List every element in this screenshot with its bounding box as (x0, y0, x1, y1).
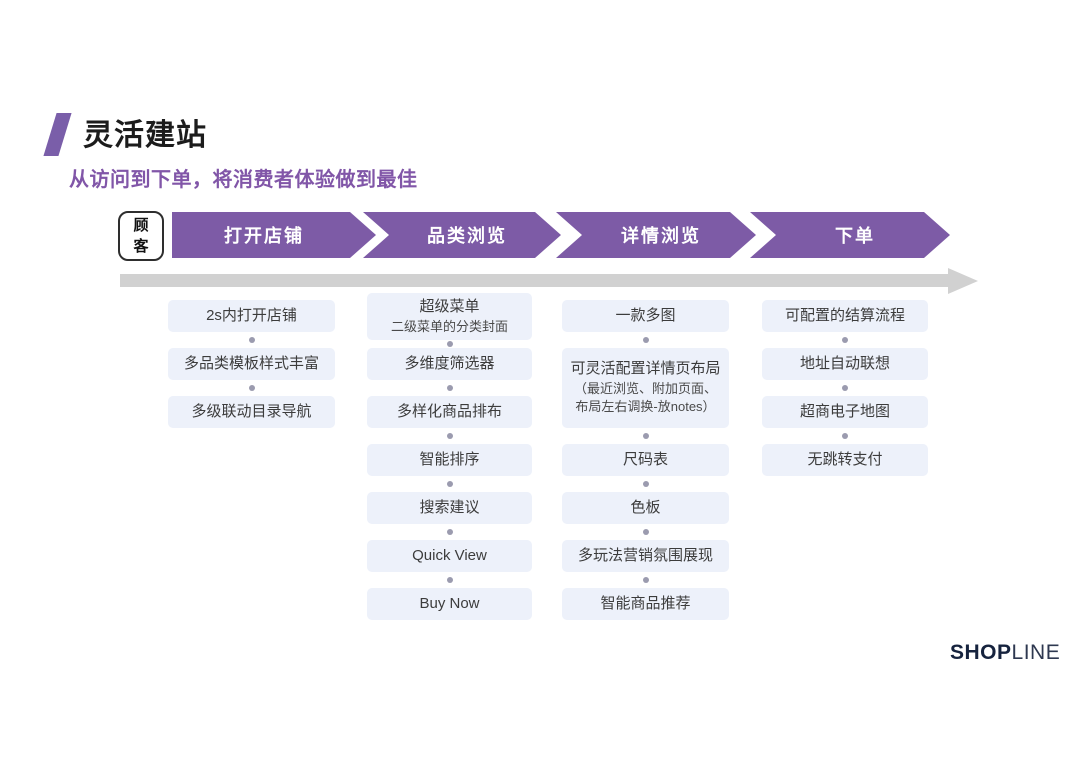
feature-label: 地址自动联想 (799, 354, 890, 372)
flow-dot-icon (642, 577, 649, 583)
flow-dot-icon (642, 433, 649, 439)
feature-label: Buy Now (419, 594, 480, 612)
stage-banner-category-browse: 品类浏览 (363, 212, 561, 258)
feature-label: 尺码表 (622, 450, 668, 468)
feature-box: 搜索建议 (367, 492, 532, 524)
feature-box: 可灵活配置详情页布局 （最近浏览、附加页面、布局左右调换-放notes） (562, 348, 729, 428)
title-accent-slash (43, 113, 72, 156)
feature-box: 可配置的结算流程 (762, 300, 928, 332)
feature-box: 一款多图 (562, 300, 729, 332)
flow-dot-icon (446, 481, 453, 487)
flow-dot-icon (842, 385, 848, 391)
flow-dot-icon (248, 385, 255, 391)
stage-banner-detail-browse: 详情浏览 (556, 212, 756, 258)
flow-dot-icon (446, 341, 453, 347)
feature-label: 智能商品推荐 (600, 594, 691, 612)
feature-box: 色板 (562, 492, 729, 524)
feature-box: 地址自动联想 (762, 348, 928, 380)
feature-sublabel: 布局左右调换-放notes） (575, 399, 716, 415)
page-subtitle: 从访问到下单，将消费者体验做到最佳 (69, 169, 418, 191)
feature-label: 智能排序 (419, 450, 480, 468)
feature-box: 尺码表 (562, 444, 729, 476)
stage-banner-open-store: 打开店铺 (172, 212, 376, 258)
feature-box: Buy Now (367, 588, 532, 620)
feature-label: 一款多图 (615, 306, 676, 324)
page-title: 灵活建站 (83, 119, 207, 152)
flow-dot-icon (248, 337, 255, 343)
feature-box: 超级菜单二级菜单的分类封面 (367, 293, 532, 340)
feature-label: 多级联动目录导航 (191, 402, 312, 420)
flow-dot-icon (642, 481, 649, 487)
feature-label: 超级菜单 (419, 298, 480, 315)
flow-dot-icon (446, 433, 453, 439)
feature-sublabel: （最近浏览、附加页面、 (573, 381, 717, 397)
flow-dot-icon (446, 529, 453, 535)
feature-box: 智能商品推荐 (562, 588, 729, 620)
stage-banner-place-order: 下单 (750, 212, 950, 258)
timeline-arrow-icon (948, 268, 978, 294)
feature-label: 可配置的结算流程 (784, 306, 905, 324)
flow-dot-icon (642, 337, 649, 343)
flow-dot-icon (642, 529, 649, 535)
feature-box: 多维度筛选器 (367, 348, 532, 380)
feature-box: 超商电子地图 (762, 396, 928, 428)
feature-label: 2s内打开店铺 (206, 306, 297, 324)
feature-label: 色板 (630, 498, 661, 516)
feature-label: 搜索建议 (419, 498, 480, 516)
feature-sublabel: 二级菜单的分类封面 (390, 318, 508, 334)
flow-dot-icon (446, 385, 453, 391)
feature-label: 无跳转支付 (807, 450, 883, 468)
flow-dot-icon (842, 433, 848, 439)
feature-box: 多级联动目录导航 (168, 396, 335, 428)
feature-label: 多玩法营销氛围展现 (577, 546, 713, 564)
feature-label: 可灵活配置详情页布局 (570, 360, 721, 378)
feature-box: 多品类模板样式丰富 (168, 348, 335, 380)
feature-box: 无跳转支付 (762, 444, 928, 476)
feature-box: 多样化商品排布 (367, 396, 532, 428)
feature-box: 多玩法营销氛围展现 (562, 540, 729, 572)
logo-text-light: LINE (1011, 641, 1061, 664)
feature-label: Quick View (412, 546, 487, 564)
feature-box: Quick View (367, 540, 532, 572)
feature-box: 2s内打开店铺 (168, 300, 335, 332)
flow-dot-icon (842, 337, 848, 343)
feature-label: 多样化商品排布 (396, 402, 502, 420)
feature-label: 超商电子地图 (799, 402, 890, 420)
feature-box: 智能排序 (367, 444, 532, 476)
feature-label: 多维度筛选器 (404, 354, 495, 372)
timeline-bar (120, 274, 948, 287)
feature-label: 多品类模板样式丰富 (183, 354, 319, 372)
customer-label-box: 顾 客 (118, 211, 164, 261)
logo-text-bold: SHOP (950, 641, 1012, 664)
flow-dot-icon (446, 577, 453, 583)
shopline-logo: SHOPLINE (950, 641, 1060, 665)
